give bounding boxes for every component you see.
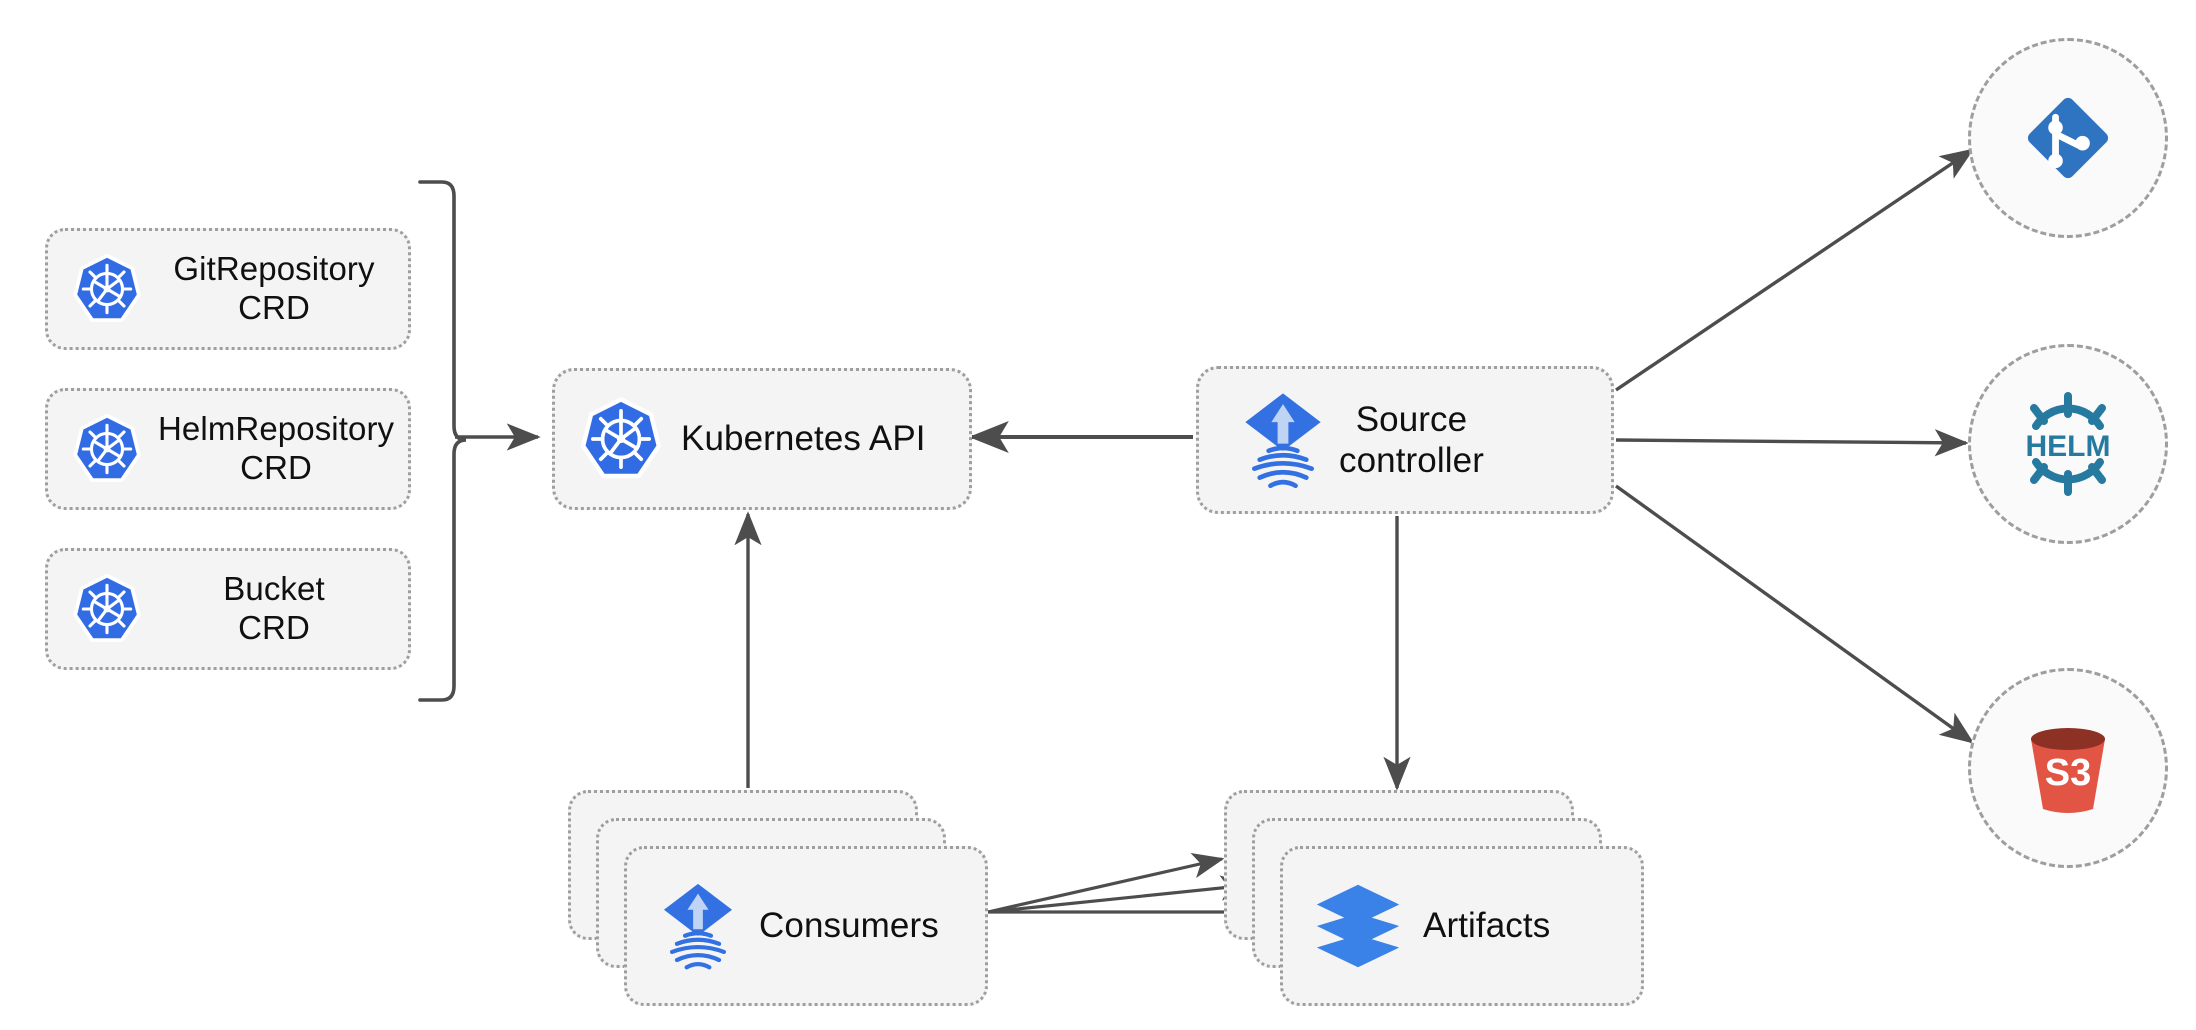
kubernetes-icon — [70, 412, 144, 486]
node-label: GitRepository CRD — [173, 250, 375, 326]
node-artifacts[interactable]: Artifacts — [1224, 790, 1644, 1006]
s3-wordmark: S3 — [2045, 752, 2091, 794]
node-label: HelmRepository CRD — [158, 410, 395, 486]
node-label: Artifacts — [1423, 906, 1551, 946]
connector-source-to-helm — [1615, 429, 1969, 457]
kubernetes-icon — [70, 252, 144, 326]
node-helmrepository-crd[interactable]: HelmRepository CRD — [45, 388, 411, 510]
flux-icon — [1237, 388, 1329, 492]
node-label: Consumers — [759, 906, 939, 946]
kubernetes-icon — [70, 572, 144, 646]
node-bucket-crd[interactable]: Bucket CRD — [45, 548, 411, 670]
node-label: Kubernetes API — [681, 419, 926, 459]
helm-icon: HELM — [2008, 384, 2128, 504]
git-icon — [2016, 86, 2120, 190]
node-external-helm[interactable]: HELM — [1968, 344, 2168, 544]
node-label: Bucket CRD — [223, 570, 325, 646]
node-external-git[interactable] — [1968, 38, 2168, 238]
node-source-controller[interactable]: Source controller — [1196, 366, 1614, 514]
node-consumers[interactable]: Consumers — [568, 790, 988, 1006]
node-label: Source controller — [1339, 399, 1484, 480]
stack-layer-front[interactable]: Consumers — [624, 846, 988, 1006]
helm-wordmark: HELM — [2026, 430, 2111, 463]
layers-icon — [1313, 883, 1403, 969]
node-gitrepository-crd[interactable]: GitRepository CRD — [45, 228, 411, 350]
connector-consumers-to-artifacts-2 — [987, 875, 1253, 914]
connector-source-to-git — [1615, 148, 1975, 392]
node-kubernetes-api[interactable]: Kubernetes API — [552, 368, 972, 510]
connector-source-to-s3 — [1615, 484, 1975, 744]
flux-icon — [657, 879, 739, 973]
s3-icon: S3 — [2013, 713, 2123, 823]
node-external-s3[interactable]: S3 — [1968, 668, 2168, 868]
stack-layer-front[interactable]: Artifacts — [1280, 846, 1644, 1006]
connector-consumers-to-artifacts-1 — [987, 853, 1225, 914]
crd-group-bracket — [418, 180, 467, 702]
kubernetes-icon — [577, 395, 665, 483]
